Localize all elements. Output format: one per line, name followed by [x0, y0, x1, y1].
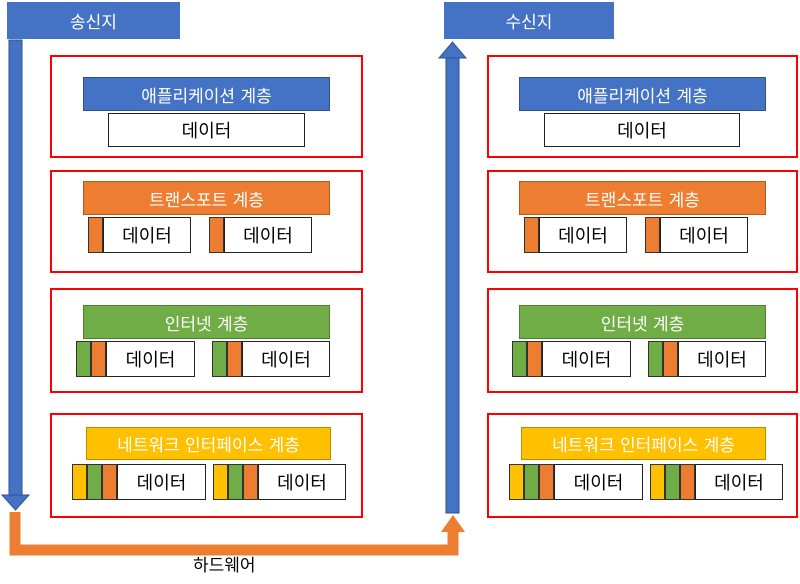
hardware-path [9, 512, 459, 556]
data-label: 데이터 [277, 473, 327, 494]
data-box: 데이터 [258, 464, 346, 500]
receiver-network-interface-layer: 네트워크 인터페이스 계층 [521, 427, 766, 460]
data-box: 데이터 [117, 464, 206, 500]
receiver-nic-frame-2: 데이터 [650, 464, 783, 500]
tcp-header [91, 341, 106, 377]
sender-network-interface-layer: 네트워크 인터페이스 계층 [86, 427, 331, 460]
tcp-header [663, 341, 678, 377]
tcp-header [88, 217, 103, 253]
tcp-header [680, 464, 695, 500]
layer-label: 트랜스포트 계층 [149, 190, 264, 211]
ip-header [665, 464, 680, 500]
ethernet-header [72, 464, 87, 500]
hardware-arrowhead [441, 515, 465, 532]
ip-header [648, 341, 663, 377]
receiver-internet-packet-2: 데이터 [648, 341, 766, 377]
tcp-header [227, 341, 242, 377]
data-box: 데이터 [660, 217, 748, 253]
data-label: 데이터 [697, 350, 747, 371]
tcp-header [102, 464, 117, 500]
data-box: 데이터 [678, 341, 766, 377]
data-label: 데이터 [573, 473, 624, 494]
ethernet-header [213, 464, 228, 500]
layer-label: 애플리케이션 계층 [577, 86, 708, 107]
data-label: 데이터 [714, 473, 764, 494]
receiver-application-layer: 애플리케이션 계층 [519, 77, 766, 111]
sender-down-arrowhead [0, 494, 31, 511]
sender-title: 송신지 [70, 13, 117, 33]
receiver-header: 수신지 [444, 2, 614, 39]
layer-label: 인터넷 계층 [164, 314, 249, 335]
sender-down-arrow [8, 39, 23, 496]
sender-transport-packet-1: 데이터 [88, 217, 191, 253]
tcp-header [209, 217, 224, 253]
sender-transport-packet-2: 데이터 [209, 217, 312, 253]
data-box: 데이터 [242, 341, 330, 377]
data-label: 데이터 [136, 473, 187, 494]
data-label: 데이터 [122, 226, 172, 247]
data-label: 데이터 [125, 350, 176, 371]
data-label: 데이터 [679, 226, 729, 247]
data-box: 데이터 [539, 217, 627, 253]
ip-header [87, 464, 102, 500]
layer-label: 애플리케이션 계층 [141, 86, 272, 107]
receiver-up-arrowhead [437, 41, 468, 59]
layer-label: 인터넷 계층 [600, 314, 685, 335]
tcp-header [645, 217, 660, 253]
receiver-up-arrow [445, 57, 460, 514]
layer-label: 네트워크 인터페이스 계층 [117, 436, 300, 456]
layer-label: 네트워크 인터페이스 계층 [552, 436, 735, 456]
ethernet-header [650, 464, 665, 500]
data-box: 데이터 [542, 341, 631, 377]
receiver-transport-layer: 트랜스포트 계층 [519, 181, 766, 215]
ethernet-header [509, 464, 524, 500]
layer-label: 트랜스포트 계층 [585, 190, 700, 211]
receiver-nic-frame-1: 데이터 [509, 464, 643, 500]
ip-header [512, 341, 527, 377]
receiver-internet-layer: 인터넷 계층 [519, 305, 766, 339]
sender-internet-packet-2: 데이터 [212, 341, 330, 377]
tcp-header [524, 217, 539, 253]
data-box: 데이터 [695, 464, 783, 500]
tcp-header [243, 464, 258, 500]
ip-header [212, 341, 227, 377]
tcp-header [539, 464, 554, 500]
data-label: 데이터 [561, 350, 612, 371]
data-label: 데이터 [261, 350, 311, 371]
sender-header: 송신지 [7, 2, 180, 39]
ip-header [76, 341, 91, 377]
sender-app-data: 데이터 [108, 113, 305, 147]
data-label: 데이터 [243, 226, 293, 247]
sender-internet-packet-1: 데이터 [76, 341, 195, 377]
tcp-header [527, 341, 542, 377]
receiver-internet-packet-1: 데이터 [512, 341, 631, 377]
receiver-transport-packet-2: 데이터 [645, 217, 748, 253]
receiver-title: 수신지 [505, 13, 553, 33]
receiver-transport-packet-1: 데이터 [524, 217, 627, 253]
ip-header [228, 464, 243, 500]
data-label: 데이터 [181, 121, 232, 142]
hardware-label: 하드웨어 [193, 556, 256, 576]
sender-application-layer: 애플리케이션 계층 [83, 77, 330, 111]
sender-transport-layer: 트랜스포트 계층 [83, 181, 330, 215]
sender-nic-frame-2: 데이터 [213, 464, 346, 500]
sender-nic-frame-1: 데이터 [72, 464, 206, 500]
receiver-app-data: 데이터 [544, 113, 740, 147]
data-label: 데이터 [558, 226, 608, 247]
data-box: 데이터 [224, 217, 312, 253]
data-box: 데이터 [103, 217, 191, 253]
data-box: 데이터 [106, 341, 195, 377]
ip-header [524, 464, 539, 500]
data-label: 데이터 [617, 121, 667, 142]
sender-internet-layer: 인터넷 계층 [83, 305, 330, 339]
data-box: 데이터 [554, 464, 643, 500]
